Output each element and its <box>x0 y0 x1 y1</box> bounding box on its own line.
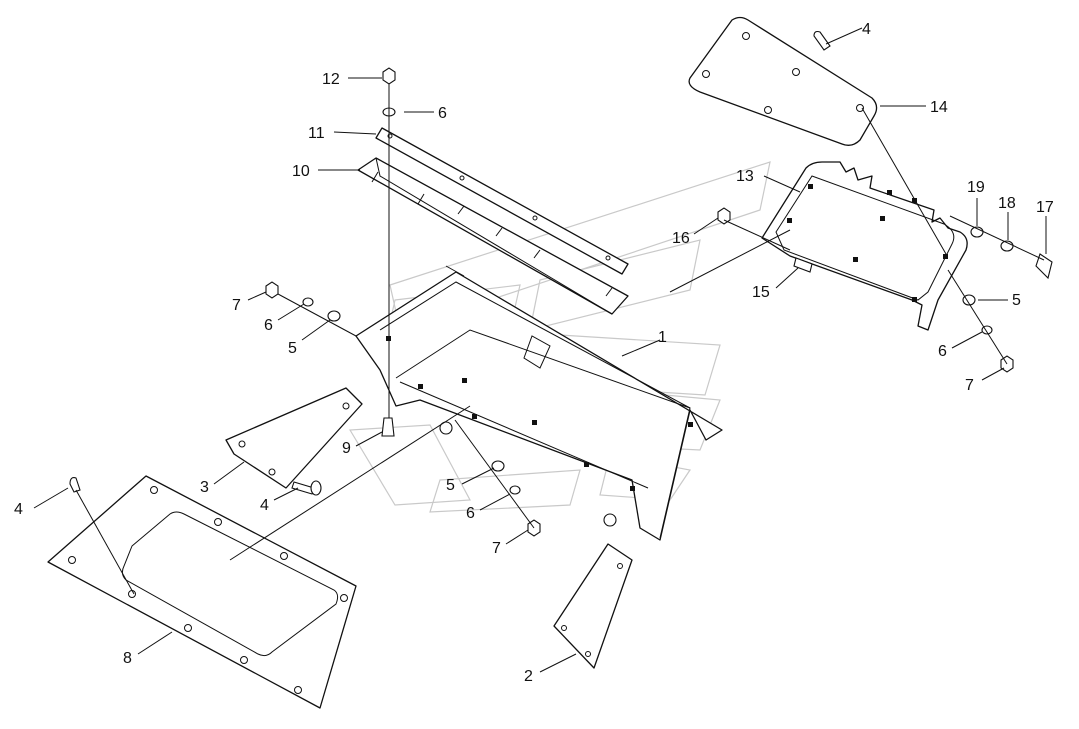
callout-4: 4 <box>862 21 871 38</box>
part-13-bracket <box>761 161 968 331</box>
nut-12 <box>382 67 396 85</box>
callout-6: 6 <box>938 343 947 360</box>
callout-9: 9 <box>342 440 351 457</box>
bolt-9 <box>381 417 395 437</box>
washer-5-left <box>327 310 341 322</box>
washer-5-right <box>962 294 976 306</box>
nut-16 <box>717 207 731 225</box>
callout-15: 15 <box>752 284 770 301</box>
callout-4: 4 <box>14 501 23 518</box>
bolt-4-far-left <box>69 477 81 493</box>
callout-6: 6 <box>466 505 475 522</box>
callout-5: 5 <box>1012 292 1021 309</box>
callout-17: 17 <box>1036 199 1054 216</box>
callout-19: 19 <box>967 179 985 196</box>
part-3-plate <box>225 387 363 489</box>
callout-6: 6 <box>264 317 273 334</box>
callout-8: 8 <box>123 650 132 667</box>
bolt-15 <box>793 257 813 273</box>
callout-7: 7 <box>492 540 501 557</box>
callout-3: 3 <box>200 479 209 496</box>
callout-11: 11 <box>308 125 325 142</box>
washer-6-center <box>509 485 521 495</box>
part-10-strip <box>357 157 629 315</box>
callout-13: 13 <box>736 168 754 185</box>
washer-6-left <box>302 297 314 307</box>
part-14-plate <box>688 16 878 146</box>
hardware <box>69 30 1053 537</box>
bolt-4-left <box>291 481 315 495</box>
wingnut-17 <box>1035 253 1053 280</box>
callout-5: 5 <box>288 340 297 357</box>
callout-5: 5 <box>446 477 455 494</box>
callout-7: 7 <box>232 297 241 314</box>
callout-4: 4 <box>260 497 269 514</box>
part-8-frame <box>47 475 357 709</box>
callout-16: 16 <box>672 230 690 247</box>
nut-7-left <box>265 281 279 299</box>
callout-6: 6 <box>438 105 447 122</box>
callout-7: 7 <box>965 377 974 394</box>
washer-5-center <box>491 460 505 472</box>
callout-1: 1 <box>658 329 667 346</box>
bolt-4-head-left <box>310 480 322 496</box>
callout-labels: 1 2 3 4 4 4 5 5 5 6 6 6 6 7 7 7 8 9 10 1… <box>14 21 1054 685</box>
callout-leaders <box>33 27 1047 673</box>
callout-2: 2 <box>524 668 533 685</box>
part-1-channel <box>355 265 723 541</box>
callout-10: 10 <box>292 163 310 180</box>
callout-18: 18 <box>998 195 1016 212</box>
callout-12: 12 <box>322 71 340 88</box>
assembly-lines <box>75 84 1045 595</box>
callout-14: 14 <box>930 99 948 116</box>
part-2-plate <box>553 543 633 669</box>
bolt-4-top <box>813 30 831 51</box>
